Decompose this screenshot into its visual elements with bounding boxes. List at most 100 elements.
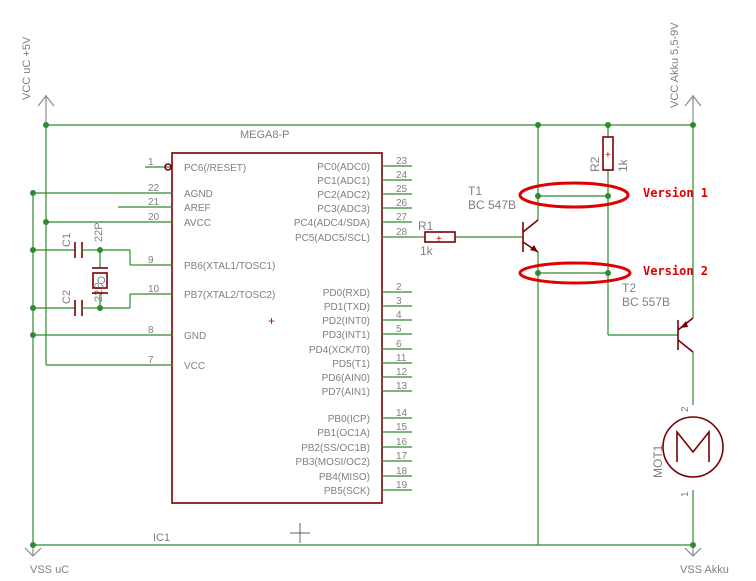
ic-pin-label: PC1(ADC1) bbox=[317, 176, 370, 187]
ic-pin-label: AVCC bbox=[184, 218, 211, 229]
ic-pin-number: 20 bbox=[148, 212, 160, 223]
vcc-uc-label: VCC uC +5V bbox=[21, 36, 33, 100]
ic-pin-label: PD5(T1) bbox=[332, 359, 370, 370]
ic-pin-number: 18 bbox=[396, 466, 408, 477]
r2-value: 1k bbox=[616, 158, 630, 172]
ic-pin-label: PD1(TXD) bbox=[324, 302, 370, 313]
ic-pin-number: 24 bbox=[396, 170, 408, 181]
ic-pin-label: PB4(MISO) bbox=[319, 472, 370, 483]
ic-pin-label: PC2(ADC2) bbox=[317, 190, 370, 201]
ic-pin-label: PC4(ADC4/SDA) bbox=[294, 218, 370, 229]
ic-pin-number: 12 bbox=[396, 367, 408, 378]
ic-pin-number: 17 bbox=[396, 451, 408, 462]
junctions bbox=[30, 122, 696, 548]
c1-ref: C1 bbox=[61, 233, 73, 247]
ic-name: MEGA8-P bbox=[240, 129, 290, 141]
crosshair-icon bbox=[290, 523, 310, 543]
version2-label: Version 2 bbox=[643, 264, 708, 278]
motor-ref: MOT1 bbox=[651, 444, 665, 478]
vss-uc-label: VSS uC bbox=[30, 564, 69, 576]
ic-pin-number: 27 bbox=[396, 212, 408, 223]
ic-left-pins: 1PC6(/RESET)22AGND21AREF20AVCC9PB6(XTAL1… bbox=[145, 157, 275, 372]
ic-pin-label: PD2(INT0) bbox=[322, 316, 370, 327]
vss-akku-label: VSS Akku bbox=[680, 564, 729, 576]
motor-pin-1: 1 bbox=[680, 491, 691, 497]
svg-text:+: + bbox=[605, 150, 611, 161]
ic-pin-number: 28 bbox=[396, 227, 408, 238]
t1-ref: T1 bbox=[468, 184, 482, 198]
ic-right-pins: 23PC0(ADC0)24PC1(ADC1)25PC2(ADC2)26PC3(A… bbox=[294, 156, 412, 497]
ic-pin-number: 15 bbox=[396, 422, 408, 433]
crystal-q: Q bbox=[92, 267, 108, 294]
r1-ref: R1 bbox=[418, 219, 434, 233]
ic-pin-number: 13 bbox=[396, 381, 408, 392]
version1-label: Version 1 bbox=[643, 186, 708, 200]
vss-akku-rail: VSS Akku bbox=[680, 545, 729, 576]
c2-ref: C2 bbox=[61, 290, 73, 304]
ic-pin-label: PB2(SS/OC1B) bbox=[301, 443, 370, 454]
vcc-uc-rail: VCC uC +5V bbox=[21, 36, 55, 125]
ic-pin-label: AREF bbox=[184, 203, 211, 214]
ic-pin-number: 4 bbox=[396, 310, 402, 321]
ic-pin-label: GND bbox=[184, 331, 206, 342]
ic-pin-label: PB1(OC1A) bbox=[317, 428, 370, 439]
t2-ref: T2 bbox=[622, 281, 636, 295]
ic-pin-number: 21 bbox=[148, 197, 160, 208]
ic-pin-number: 14 bbox=[396, 408, 408, 419]
c1-value: 22P bbox=[93, 222, 105, 242]
ic-pin-label: VCC bbox=[184, 361, 205, 372]
ic-pin-label: PC6(/RESET) bbox=[184, 163, 246, 174]
version2-marker: Version 2 bbox=[518, 261, 708, 285]
resistor-r2: + R2 1k bbox=[588, 136, 630, 172]
ic-pin-number: 3 bbox=[396, 296, 402, 307]
ic-pin-label: PD0(RXD) bbox=[323, 288, 370, 299]
ic-pin-label: PB6(XTAL1/TOSC1) bbox=[184, 261, 275, 272]
ic-pin-label: PB5(SCK) bbox=[324, 486, 370, 497]
ic-pin-number: 9 bbox=[148, 255, 154, 266]
ic-origin-mark: + bbox=[268, 314, 275, 328]
t1-value: BC 547B bbox=[468, 198, 516, 212]
ic-pin-number: 22 bbox=[148, 183, 160, 194]
svg-text:+: + bbox=[436, 234, 442, 245]
ic-pin-number: 7 bbox=[148, 355, 154, 366]
r2-ref: R2 bbox=[588, 156, 602, 172]
version1-marker: Version 1 bbox=[518, 181, 708, 209]
motor-mot1: MOT1 2 1 bbox=[651, 406, 724, 497]
ic-pin-number: 8 bbox=[148, 325, 154, 336]
ic-pin-number: 6 bbox=[396, 339, 402, 350]
ic-pin-label: PB7(XTAL2/TOSC2) bbox=[184, 290, 275, 301]
t2-value: BC 557B bbox=[622, 295, 670, 309]
ic-pin-label: PB0(ICP) bbox=[328, 414, 370, 425]
ic-pin-label: PC5(ADC5/SCL) bbox=[295, 233, 370, 244]
capacitor-c1: C1 22P bbox=[61, 222, 105, 258]
ic-pin-label: PC0(ADC0) bbox=[317, 162, 370, 173]
resistor-r1: R1 1k + bbox=[418, 219, 456, 258]
ic-pin-label: PD3(INT1) bbox=[322, 330, 370, 341]
ic-pin-label: PB3(MOSI/OC2) bbox=[296, 457, 370, 468]
ic-pin-number: 23 bbox=[396, 156, 408, 167]
ic-pin-number: 19 bbox=[396, 480, 408, 491]
ic-pin-label: PC3(ADC3) bbox=[317, 204, 370, 215]
ic-pin-number: 1 bbox=[148, 157, 154, 168]
